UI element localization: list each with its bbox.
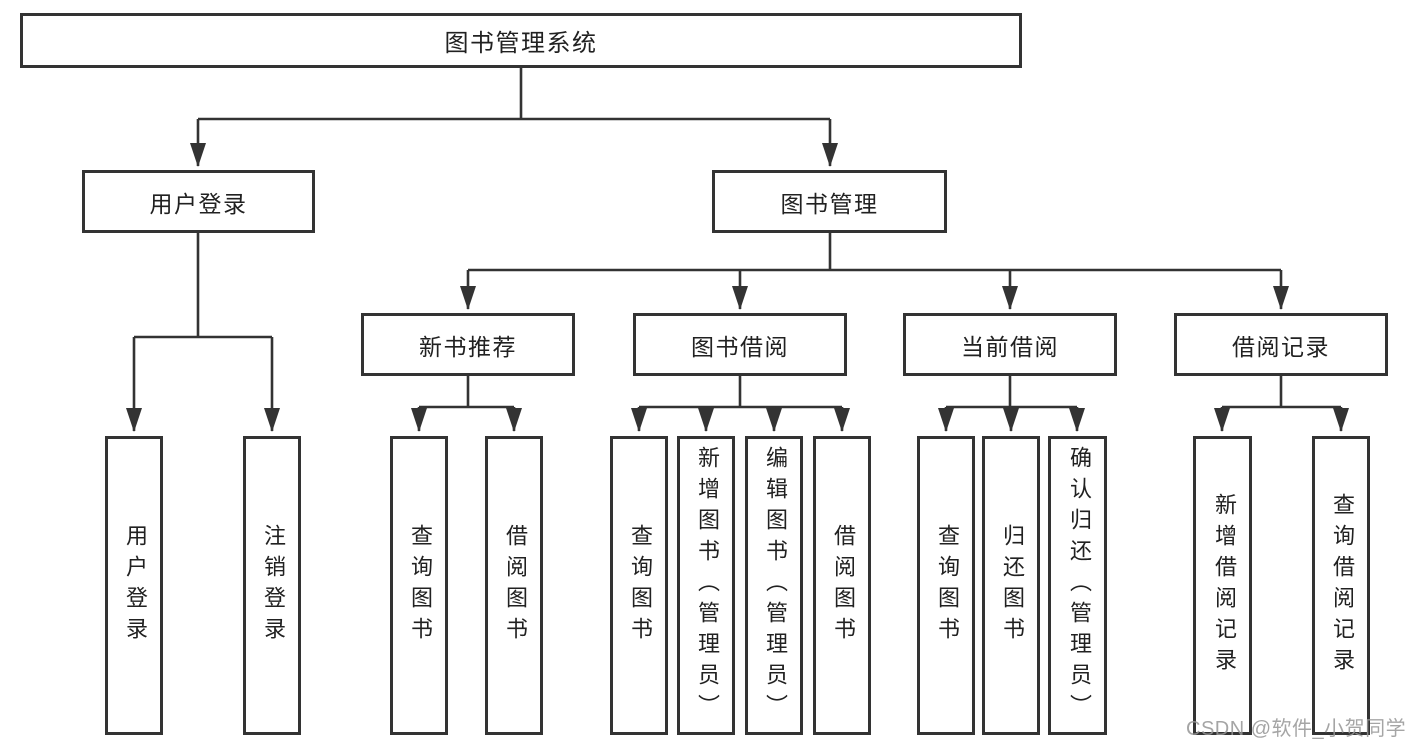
node-new-book-recommend: 新书推荐 [361,313,575,376]
node-leaf-logout: 注销登录 [243,436,301,735]
node-book-borrowing: 图书借阅 [633,313,847,376]
watermark-text: CSDN @软件_小贺同学 [1186,718,1405,740]
node-return-books: 归还图书 [982,436,1040,735]
node-confirm-return-admin: 确认归还（管理员） [1048,436,1107,735]
node-edit-books-admin: 编辑图书（管理员） [745,436,803,735]
node-current-borrowing: 当前借阅 [903,313,1117,376]
node-query-borrow-record: 查询借阅记录 [1312,436,1370,735]
node-add-books-admin: 新增图书（管理员） [677,436,735,735]
node-query-books-borrowing: 查询图书 [610,436,668,735]
node-system-title: 图书管理系统 [20,13,1022,68]
node-add-borrow-record: 新增借阅记录 [1193,436,1252,735]
node-borrowing-records: 借阅记录 [1174,313,1388,376]
node-borrow-books-borrowing: 借阅图书 [813,436,871,735]
node-user-login: 用户登录 [82,170,315,233]
node-query-books-recommend: 查询图书 [390,436,448,735]
node-query-books-current: 查询图书 [917,436,975,735]
node-leaf-user-login: 用户登录 [105,436,163,735]
node-book-management: 图书管理 [712,170,947,233]
node-borrow-books-recommend: 借阅图书 [485,436,543,735]
